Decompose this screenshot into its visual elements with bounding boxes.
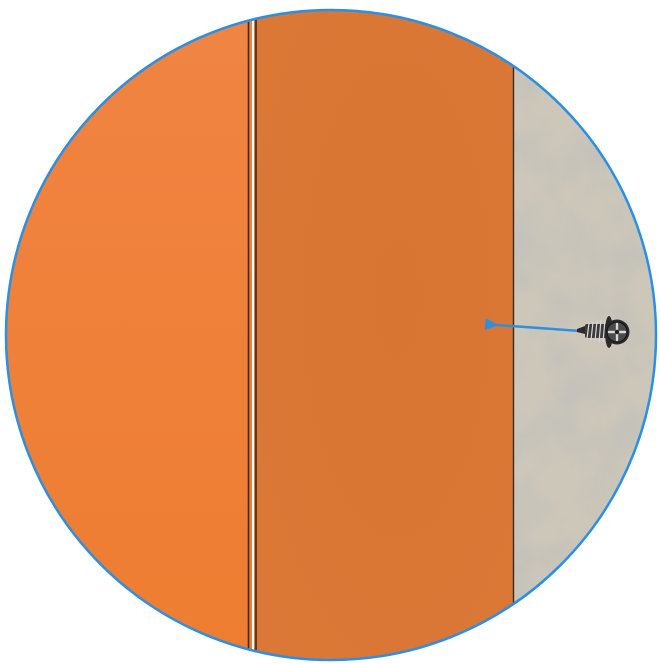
- callout-circle-outline: [4, 8, 658, 662]
- panel-left: [6, 10, 252, 660]
- self-drilling-screw-icon: [577, 316, 630, 348]
- insertion-arrow-icon: [484, 318, 581, 333]
- panel-right: [254, 10, 514, 660]
